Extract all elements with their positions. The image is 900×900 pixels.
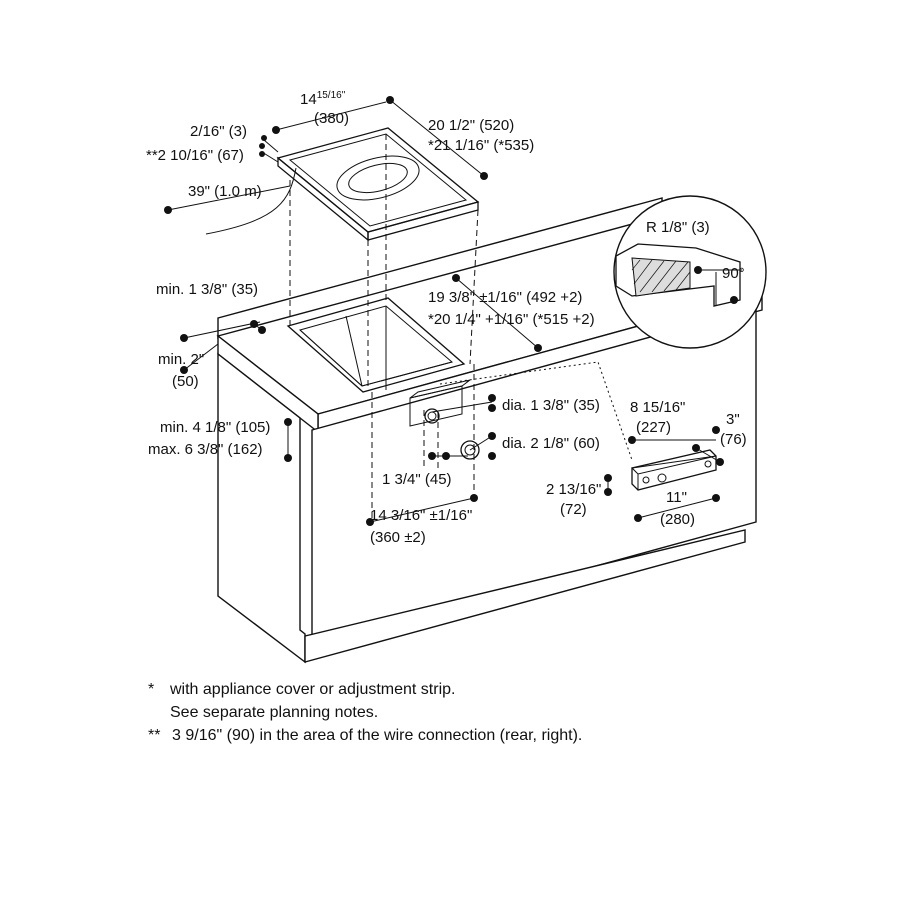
cutout-width-label: 14 3/16" ±1/16": [370, 507, 472, 524]
footnote-2: ** 3 9/16" (90) in the area of the wire …: [148, 724, 768, 747]
cutout-depth-label: 19 3/8" ±1/16" (492 +2): [428, 289, 582, 306]
frame-thickness-wire-label: **2 10/16" (67): [146, 147, 244, 164]
cutout-width-mm-label: (360 ±2): [370, 529, 426, 546]
module-offset-label: 8 15/16": [630, 399, 685, 416]
countertop-cutout: [286, 297, 466, 393]
module-offset-mm-label: (227): [636, 419, 671, 436]
footnote-1-text-2: See separate planning notes.: [170, 704, 379, 721]
cooktop-width-mm-label: (380): [314, 110, 349, 127]
small-knob: [424, 408, 440, 424]
footnotes: * with appliance cover or adjustment str…: [148, 678, 768, 747]
module-depth-mm-label: (76): [720, 431, 747, 448]
radius-label: R 1/8" (3): [646, 219, 710, 236]
module-width-label: 11": [666, 489, 687, 506]
angle-label: 90°: [722, 265, 745, 282]
dimension-dots: [164, 96, 738, 526]
cooktop-depth-cover-label: *21 1/16" (*535): [428, 137, 534, 154]
frame-thickness-label: 2/16" (3): [190, 123, 247, 140]
module-depth-label: 3": [726, 411, 740, 428]
footnote-1-cont: See separate planning notes.: [148, 701, 768, 724]
cabinet-front: [311, 307, 757, 645]
cabinet-left-side: [217, 352, 306, 664]
knob-hole-small-label: dia. 1 3/8" (35): [502, 397, 600, 414]
connection-module: [439, 361, 717, 491]
knob-height-max-label: max. 6 3/8" (162): [148, 441, 263, 458]
knob-height-min-label: min. 4 1/8" (105): [160, 419, 270, 436]
footnote-1: * with appliance cover or adjustment str…: [148, 678, 768, 701]
knob-hole-large-label: dia. 2 1/8" (60): [502, 435, 600, 452]
module-height-label: 2 13/16": [546, 481, 601, 498]
dimension-lines: [167, 99, 721, 523]
min-edge-label: min. 1 3/8" (35): [156, 281, 258, 298]
projection-lines: [289, 134, 479, 520]
footnote-1-text: with appliance cover or adjustment strip…: [170, 681, 456, 698]
cooktop-width-label: 1415/16": [300, 90, 346, 108]
large-knob: [460, 440, 480, 460]
knob-spacing-label: 1 3/4" (45): [382, 471, 452, 488]
edge-radius-magnifier: [613, 195, 767, 349]
footnote-2-text: 3 9/16" (90) in the area of the wire con…: [172, 727, 583, 744]
cutout-depth-cover-label: *20 1/4" +1/16" (*515 +2): [428, 311, 595, 328]
cable-length-label: 39" (1.0 m): [188, 183, 262, 200]
dimension-labels: 1415/16" (380) 20 1/2" (520) *21 1/16" (…: [146, 90, 747, 546]
footnote-1-mark: *: [148, 681, 155, 698]
cooktop-depth-label: 20 1/2" (520): [428, 117, 514, 134]
min-front-mm-label: (50): [172, 373, 199, 390]
cabinet-plinth: [304, 529, 746, 663]
footnote-2-mark: **: [148, 727, 161, 744]
power-cable: [205, 167, 297, 235]
min-front-label: min. 2": [158, 351, 204, 368]
module-width-mm-label: (280): [660, 511, 695, 528]
module-height-mm-label: (72): [560, 501, 587, 518]
